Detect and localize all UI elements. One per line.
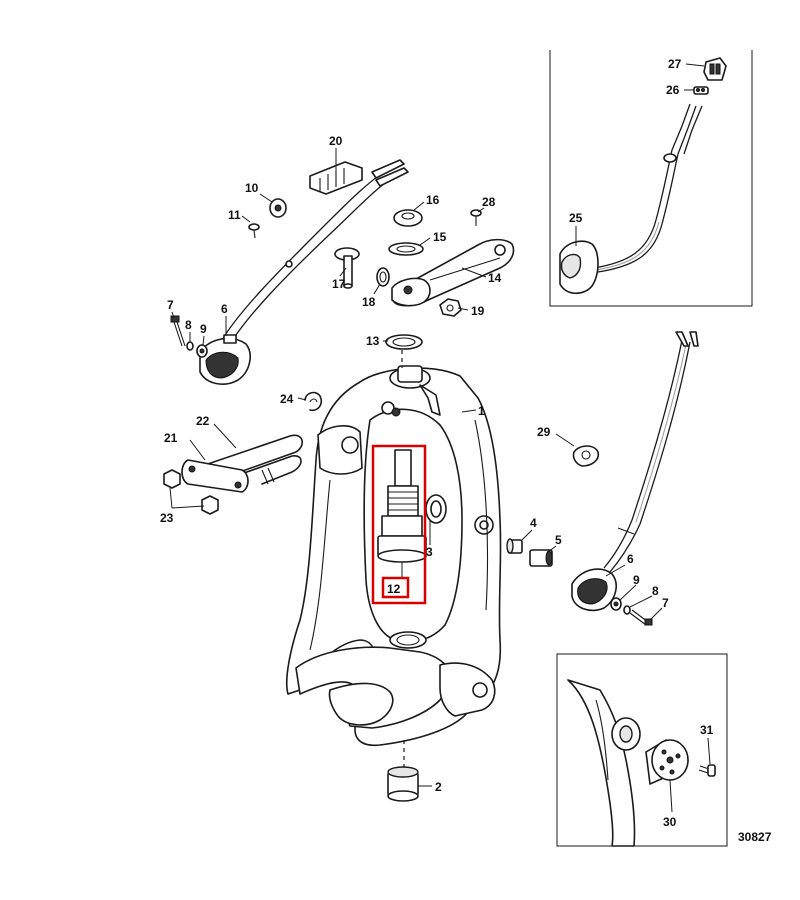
washer-15 (388, 242, 424, 256)
callout-21: 21 (164, 431, 178, 445)
connector-27 (703, 57, 727, 81)
callout-8-right: 8 (652, 584, 659, 598)
inset-bearing-box (556, 653, 728, 847)
washer-8-left (186, 341, 194, 351)
connector-26 (693, 86, 709, 95)
callout-14: 14 (488, 271, 502, 285)
callout-6-right: 6 (627, 552, 634, 566)
callout-30: 30 (663, 815, 677, 829)
callout-labels: 1 2 3 4 5 6 6 7 7 8 8 9 9 10 11 12 13 14… (160, 57, 714, 829)
callout-5: 5 (555, 533, 562, 547)
callout-4: 4 (530, 516, 537, 530)
callout-27: 27 (668, 57, 682, 71)
callout-10: 10 (245, 181, 259, 195)
washer-8-right (623, 605, 631, 615)
bearing-30 (645, 739, 689, 785)
callout-17: 17 (332, 277, 346, 291)
callout-13: 13 (366, 334, 380, 348)
callout-7-right: 7 (662, 596, 669, 610)
washer-9-right (610, 597, 622, 611)
callout-12: 12 (387, 582, 401, 596)
nut-19 (439, 298, 462, 317)
callout-20: 20 (329, 134, 343, 148)
screw-31 (698, 764, 716, 777)
figure-reference-number: 30827 (738, 830, 772, 844)
connector-20 (309, 159, 409, 195)
callout-11: 11 (228, 208, 241, 222)
callout-2: 2 (435, 780, 442, 794)
callout-8-left: 8 (185, 318, 192, 332)
washer-18 (376, 267, 390, 287)
callout-15: 15 (433, 230, 447, 244)
washer-9-left (196, 344, 208, 358)
callout-22: 22 (196, 414, 210, 428)
steering-lever (391, 238, 515, 307)
callout-9-right: 9 (633, 573, 640, 587)
trim-sender-25 (559, 103, 703, 295)
callout-25: 25 (569, 211, 583, 225)
callout-31: 31 (700, 723, 714, 737)
bushing-4 (506, 538, 523, 554)
callout-19: 19 (471, 304, 485, 318)
plate-21 (181, 459, 249, 493)
nut-24 (304, 391, 323, 412)
callout-3: 3 (426, 545, 433, 559)
callout-1: 1 (478, 404, 485, 418)
highlight-box-shaft (371, 444, 427, 605)
trim-sender-right (571, 331, 699, 612)
callout-26: 26 (666, 83, 680, 97)
callout-23: 23 (160, 511, 174, 525)
callout-24: 24 (280, 392, 294, 406)
bushing-5 (529, 549, 553, 567)
inset-housing-cutaway (567, 679, 641, 847)
callout-6-left: 6 (221, 302, 228, 316)
nut-23-lower (201, 495, 219, 515)
steering-shaft (377, 449, 427, 578)
screw-11 (248, 223, 260, 239)
callout-18: 18 (362, 295, 376, 309)
callout-9-left: 9 (200, 322, 207, 336)
clamp-29 (572, 445, 600, 467)
highlight-box-label-12 (381, 576, 410, 599)
trim-sender-left (199, 167, 403, 385)
bolt-17 (334, 247, 360, 289)
nut-16 (393, 209, 423, 227)
clamp-10 (269, 198, 287, 218)
callout-29: 29 (537, 425, 551, 439)
o-ring-13 (385, 334, 423, 350)
callout-16: 16 (426, 193, 440, 207)
leader-lines (169, 63, 711, 813)
callout-28: 28 (482, 195, 496, 209)
nut-23-upper (163, 469, 181, 489)
callout-7-left: 7 (167, 298, 174, 312)
lower-bushing (387, 766, 419, 802)
screw-28 (470, 209, 482, 226)
inset-trim-sender-box (549, 50, 753, 307)
screw-7-left (170, 315, 186, 347)
screw-7-right (629, 609, 653, 626)
